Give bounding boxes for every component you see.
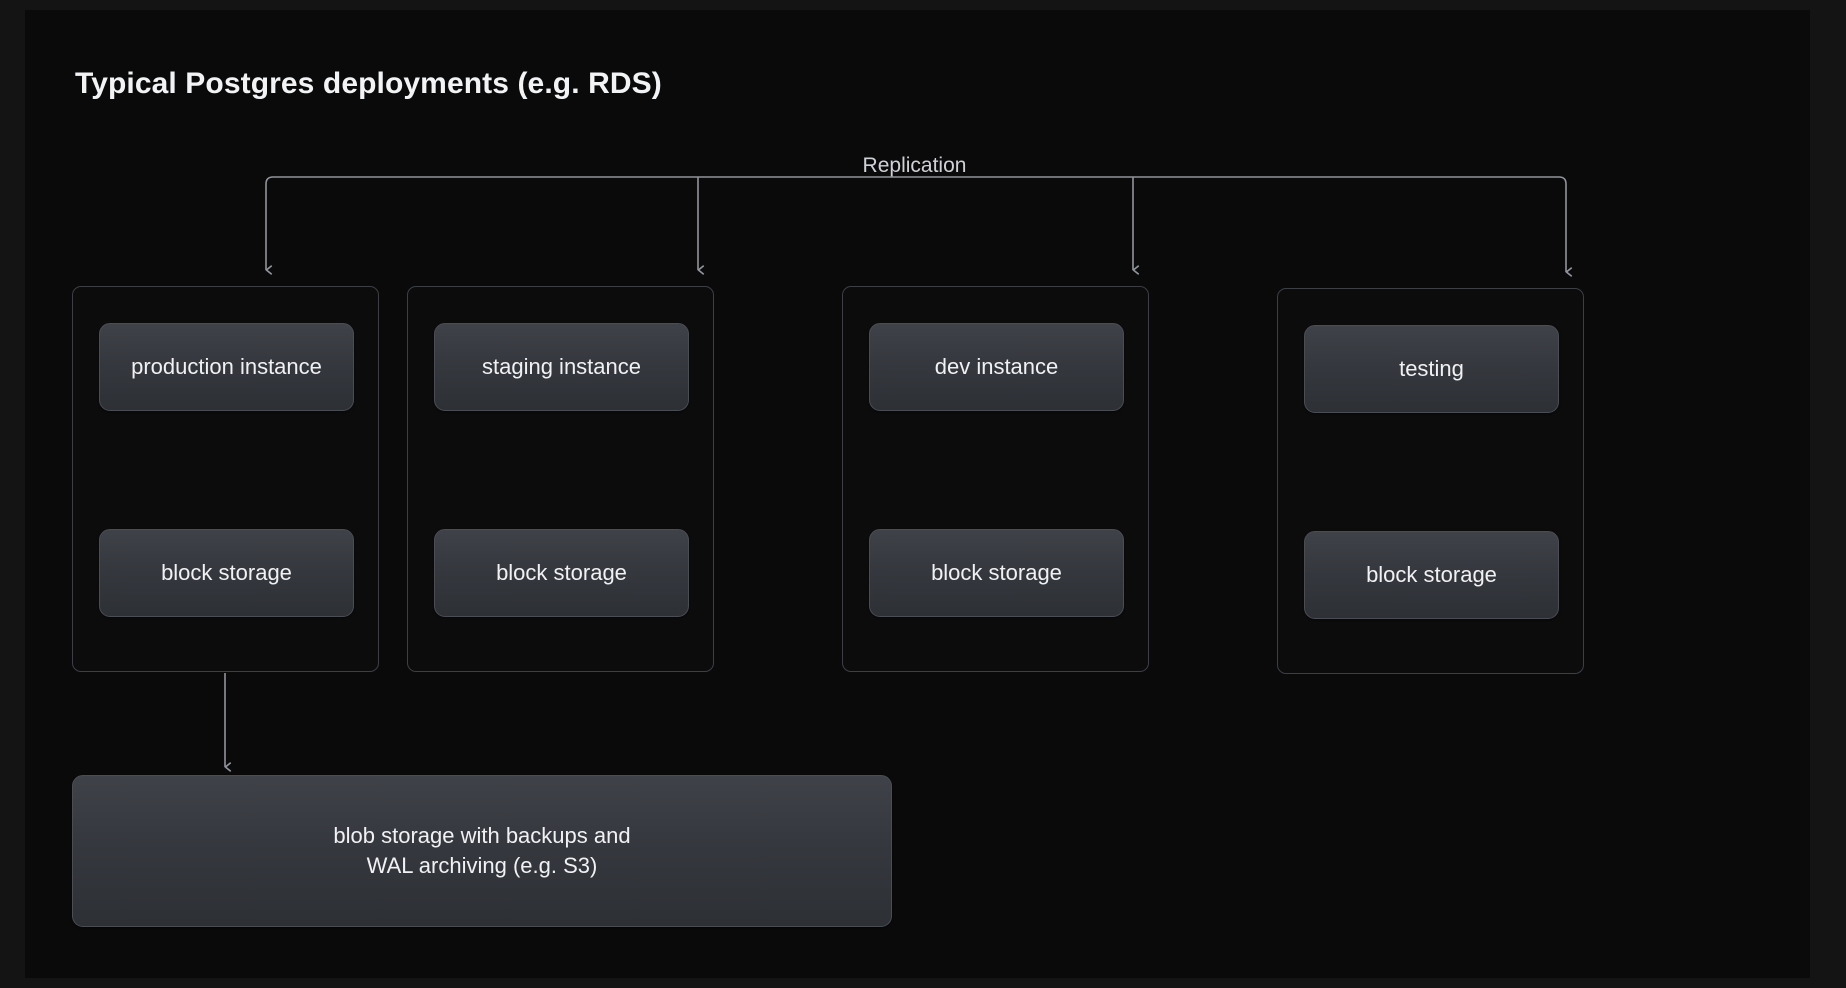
- replication-label-text: Replication: [862, 154, 967, 177]
- node-blob-storage[interactable]: blob storage with backups and WAL archiv…: [72, 775, 892, 927]
- node-staging-instance[interactable]: staging instance: [434, 323, 689, 411]
- diagram-panel: Typical Postgres deployments (e.g. RDS) …: [25, 10, 1810, 978]
- node-staging-block-storage[interactable]: block storage: [434, 529, 689, 617]
- node-dev-instance[interactable]: dev instance: [869, 323, 1124, 411]
- node-testing-instance[interactable]: testing: [1304, 325, 1559, 413]
- node-production-block-storage[interactable]: block storage: [99, 529, 354, 617]
- node-testing-block-storage[interactable]: block storage: [1304, 531, 1559, 619]
- group-box-production: production instance block storage: [72, 286, 379, 672]
- blob-storage-line-2: WAL archiving (e.g. S3): [366, 853, 598, 878]
- replication-bus: [265, 176, 1573, 277]
- blob-storage-line-1: blob storage with backups and: [333, 822, 631, 848]
- page-title: Typical Postgres deployments (e.g. RDS): [75, 67, 662, 100]
- node-production-instance[interactable]: production instance: [99, 323, 354, 411]
- group-box-dev: dev instance block storage: [842, 286, 1149, 672]
- group-box-testing: testing block storage: [1277, 288, 1584, 674]
- group-box-staging: staging instance block storage: [407, 286, 714, 672]
- replication-trunk: [265, 176, 1567, 192]
- replication-label: Replication: [25, 154, 1810, 178]
- node-dev-block-storage[interactable]: block storage: [869, 529, 1124, 617]
